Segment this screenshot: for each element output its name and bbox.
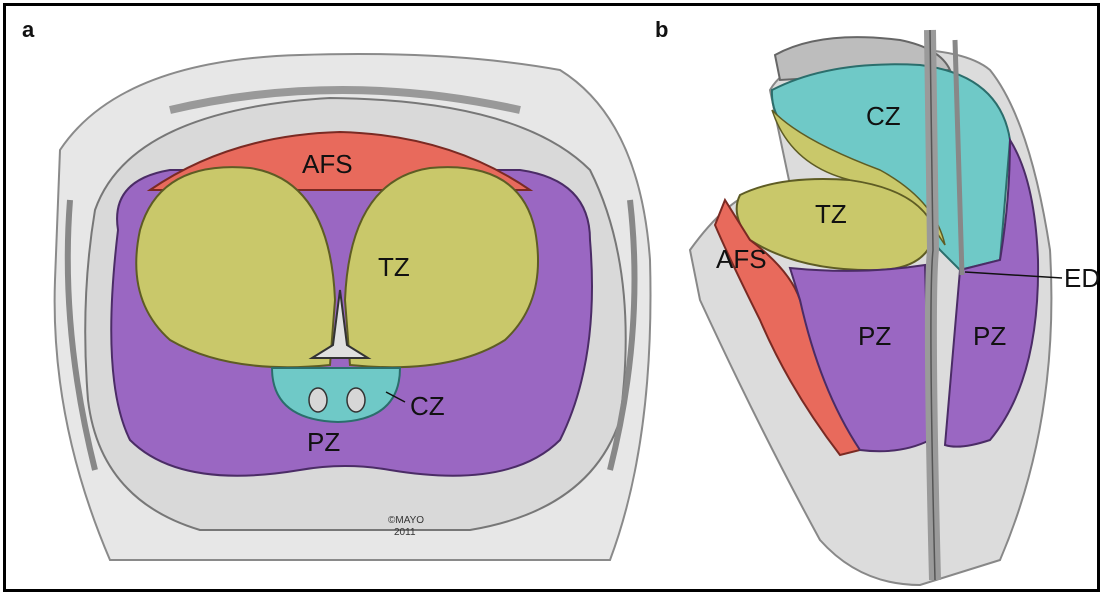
panel-a-cz-label: CZ bbox=[410, 391, 445, 421]
panel-b-cz-label: CZ bbox=[866, 101, 901, 131]
panel-a-tz-left-lobe bbox=[136, 167, 335, 367]
panel-a-copyright: ©MAYO bbox=[388, 515, 424, 526]
panel-a-pz-label: PZ bbox=[307, 427, 340, 457]
panel-a-tz-label: TZ bbox=[378, 252, 410, 282]
panel-b-tz-label: TZ bbox=[815, 199, 847, 229]
panel-a-afs-label: AFS bbox=[302, 149, 353, 179]
panel-b-pz-posterior-label: PZ bbox=[973, 321, 1006, 351]
panel-a-ejaculatory-duct-right bbox=[347, 388, 365, 412]
panel-a-ejaculatory-duct-left bbox=[309, 388, 327, 412]
panel-b-afs-label: AFS bbox=[716, 244, 767, 274]
panel-a-letter: a bbox=[22, 17, 35, 42]
panel-b-letter: b bbox=[655, 17, 668, 42]
panel-b-ed-label: ED bbox=[1064, 263, 1100, 293]
panel-a bbox=[55, 54, 651, 560]
panel-b-pz-anterior-label: PZ bbox=[858, 321, 891, 351]
panel-a-copyright-year: 2011 bbox=[394, 527, 416, 538]
